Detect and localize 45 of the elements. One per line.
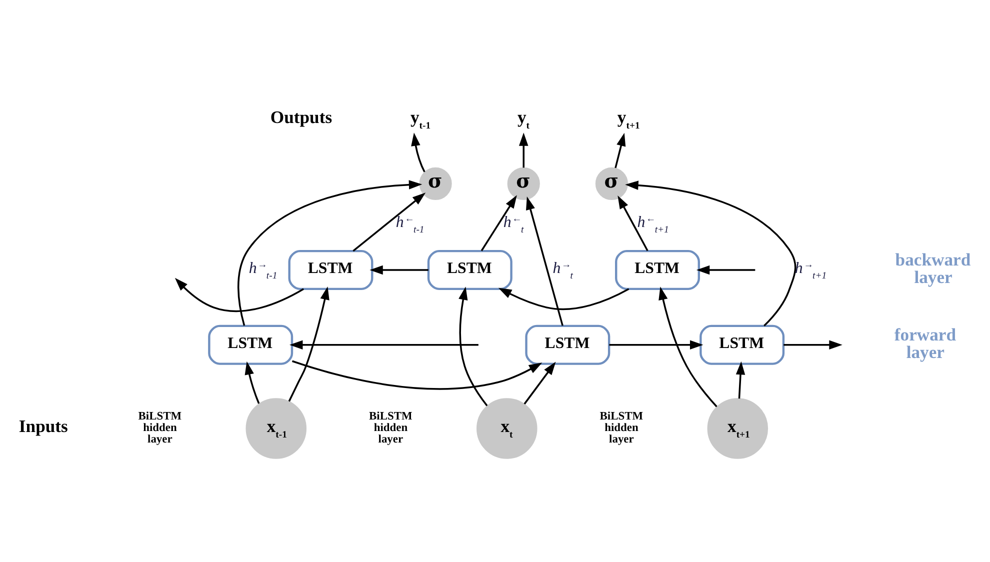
arrow — [658, 286, 718, 408]
node-box: LSTM — [288, 250, 374, 290]
node-text: y$_{t+1}$ — [617, 106, 640, 132]
label: Outputs — [270, 106, 332, 127]
label: Inputs — [18, 416, 68, 436]
arrow — [292, 360, 542, 390]
arrow — [237, 180, 422, 326]
label: backward layer — [895, 250, 971, 288]
arrow — [352, 192, 426, 252]
label: BiLSTM hidden layer — [600, 410, 644, 446]
arrow — [458, 286, 488, 406]
node-text: y$_{t}$ — [517, 106, 530, 132]
arrow — [244, 361, 260, 404]
arrow — [736, 361, 746, 399]
arrow — [614, 132, 626, 168]
arrow — [288, 286, 330, 402]
arrow — [174, 278, 304, 312]
node-box: LSTM — [525, 324, 610, 365]
arrow — [784, 340, 842, 350]
node-circle: x$_{t+1}$ — [707, 398, 768, 459]
label: BiLSTM hidden layer — [369, 410, 412, 446]
label: BiLSTM hidden layer — [138, 410, 182, 446]
node-box: LSTM — [700, 324, 785, 365]
arrow — [370, 265, 428, 275]
arrow — [480, 195, 517, 252]
arrow — [519, 132, 528, 168]
node-circle: σ — [507, 167, 540, 200]
node-box: LSTM — [615, 250, 700, 290]
arrow — [526, 196, 564, 326]
arrow — [609, 340, 704, 350]
node-circle: x$_{t-1}$ — [246, 398, 307, 459]
node-box: LSTM — [208, 324, 294, 365]
node-circle: x$_{t}$ — [476, 398, 538, 459]
node-circle: σ — [595, 167, 628, 200]
label: forward layer — [894, 324, 956, 362]
node-text: y$_{t-1}$ — [410, 106, 431, 132]
arrow — [696, 265, 756, 275]
arrow — [625, 180, 796, 326]
arrow — [411, 132, 426, 172]
node-box: LSTM — [427, 250, 512, 290]
arrow — [290, 340, 478, 350]
arrow — [524, 362, 556, 404]
node-circle: σ — [419, 167, 452, 200]
arrow — [618, 196, 648, 252]
arrow — [498, 288, 630, 310]
